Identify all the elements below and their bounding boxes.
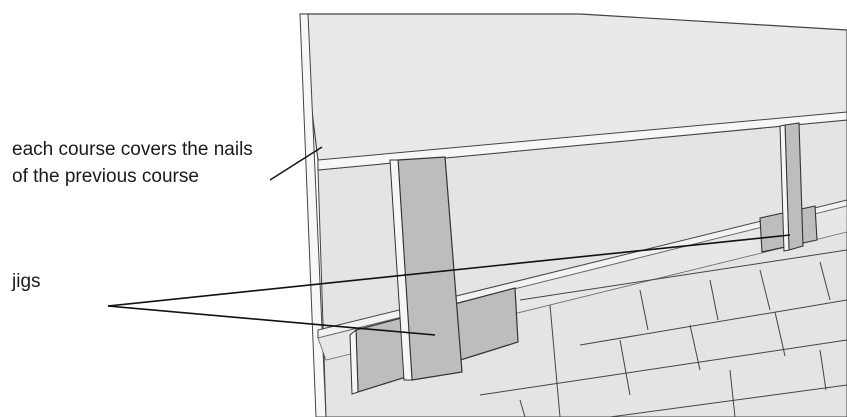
left-jig-base-highlight bbox=[350, 330, 358, 394]
course-annotation: each course covers the nails of the prev… bbox=[12, 136, 253, 190]
jigs-label: jigs bbox=[12, 268, 41, 295]
course-annotation-line1: each course covers the nails bbox=[12, 139, 253, 160]
course-annotation-line2: of the previous course bbox=[12, 166, 199, 187]
